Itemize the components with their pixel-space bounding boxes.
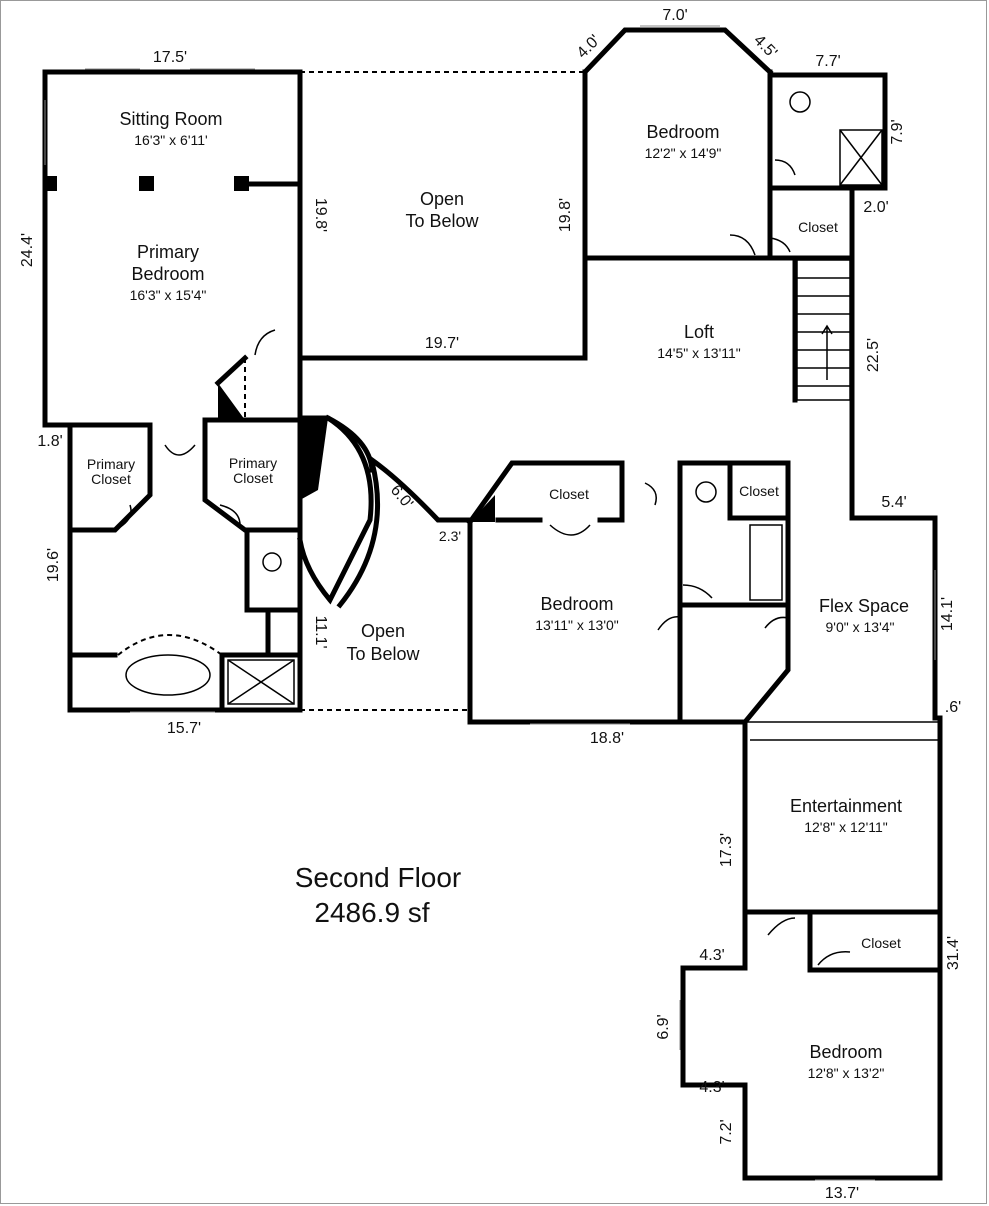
room-name-bedroom-bottom: Bedroom — [809, 1042, 882, 1062]
dim-label: 7.9' — [889, 119, 906, 144]
dim-label: 31.4' — [945, 936, 962, 970]
toilet-icon — [695, 481, 717, 503]
room-name-open-below-top-l2: To Below — [405, 211, 479, 231]
dim-label: 11.1' — [312, 615, 329, 648]
room-dims-loft: 14'5" x 13'11" — [657, 345, 741, 361]
room-name-sitting-room: Sitting Room — [119, 109, 222, 129]
dim-label: 14.1' — [939, 597, 956, 631]
fixtures — [44, 25, 936, 1181]
room-name-loft: Loft — [684, 322, 714, 342]
dim-label: 6.0' — [387, 482, 416, 512]
dim-label: 7.2' — [718, 1119, 735, 1144]
room-name-open-below-mid-l2: To Below — [346, 644, 420, 664]
dim-label: 19.8' — [557, 198, 574, 232]
bathtub-icon — [749, 524, 783, 601]
dim-label: 7.7' — [815, 53, 840, 70]
room-dims-bedroom-mid: 13'11" x 13'0" — [535, 617, 619, 633]
room-dims-flex-space: 9'0" x 13'4" — [826, 619, 895, 635]
room-name-primary-bedroom-l1: Primary — [137, 242, 199, 262]
room-name-primary-closet-left-l1: Primary — [87, 456, 135, 472]
dim-label: 7.0' — [662, 7, 687, 24]
room-dims-bedroom-bottom: 12'8" x 13'2" — [808, 1065, 885, 1081]
dim-label: 6.9' — [655, 1014, 672, 1039]
staircase-icon — [796, 259, 851, 401]
dim-label: 2.3' — [439, 528, 461, 544]
dim-label: 2.0' — [863, 199, 888, 216]
dim-label: 1.8' — [37, 433, 62, 450]
room-dims-bedroom-top: 12'2" x 14'9" — [645, 145, 722, 161]
dim-label: 13.7' — [825, 1185, 859, 1202]
room-name-bedroom-mid: Bedroom — [540, 594, 613, 614]
sink-icon — [125, 654, 211, 696]
dim-label: .6' — [945, 699, 961, 716]
room-name-primary-bedroom-l2: Bedroom — [131, 264, 204, 284]
dim-label: 17.5' — [153, 49, 187, 66]
room-name-closet-bath: Closet — [739, 483, 779, 499]
walls — [42, 27, 943, 1181]
room-name-bedroom-top: Bedroom — [646, 122, 719, 142]
room-name-closet-bottom: Closet — [861, 935, 901, 951]
room-name-primary-closet-left-l2: Closet — [91, 471, 131, 487]
dim-label: 4.3' — [699, 1079, 724, 1096]
dim-label: 19.6' — [45, 548, 62, 582]
toilet-icon — [789, 91, 811, 113]
room-labels: Sitting Room 16'3" x 6'11' Primary Bedro… — [87, 109, 909, 1081]
dim-label: 19.7' — [425, 335, 459, 352]
dim-label: 24.4' — [19, 233, 36, 267]
room-name-open-below-top-l1: Open — [420, 189, 464, 209]
room-name-entertainment: Entertainment — [790, 796, 902, 816]
dim-label: 5.4' — [881, 494, 906, 511]
room-dims-primary-bedroom: 16'3" x 15'4" — [130, 287, 207, 303]
room-name-flex-space: Flex Space — [819, 596, 909, 616]
dim-label: 19.8' — [312, 198, 329, 232]
room-name-closet-mid: Closet — [549, 486, 589, 502]
room-name-primary-closet-right-l2: Closet — [233, 470, 273, 486]
room-name-closet-top: Closet — [798, 219, 838, 235]
floor-area-text: 2486.9 sf — [314, 897, 429, 928]
dim-label: 17.3' — [718, 833, 735, 867]
room-dims-entertainment: 12'8" x 12'11" — [804, 819, 888, 835]
floor-title-text: Second Floor — [295, 862, 462, 893]
room-name-primary-closet-right-l1: Primary — [229, 455, 277, 471]
toilet-icon — [262, 552, 282, 572]
dim-label: 22.5' — [865, 338, 882, 372]
room-dims-sitting-room: 16'3" x 6'11' — [134, 132, 207, 148]
room-name-open-below-mid-l1: Open — [361, 621, 405, 641]
dim-label: 18.8' — [590, 730, 624, 747]
floor-title: Second Floor 2486.9 sf — [295, 862, 462, 928]
dim-label: 4.3' — [699, 947, 724, 964]
shower-icon — [839, 129, 883, 186]
shower-icon — [227, 659, 295, 705]
dim-label: 15.7' — [167, 720, 201, 737]
